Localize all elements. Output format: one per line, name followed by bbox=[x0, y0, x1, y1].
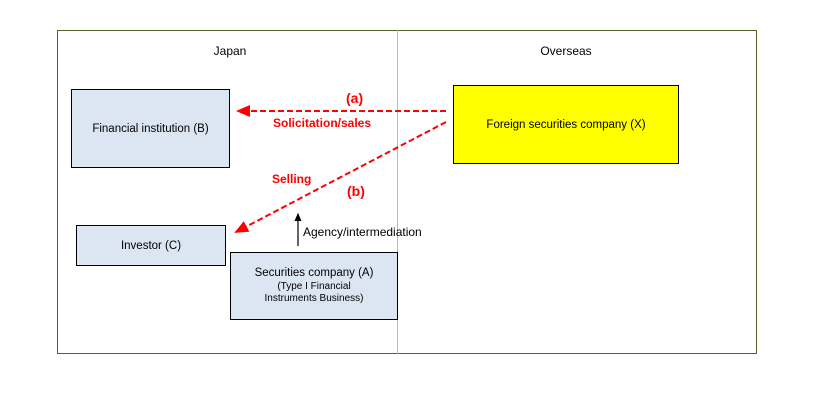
flow-b-label: Selling bbox=[272, 172, 312, 186]
arrow-b-selling bbox=[234, 121, 447, 233]
securities-company-title: Securities company (A) bbox=[254, 267, 374, 279]
securities-company-subtitle-2: Instruments Business) bbox=[264, 293, 364, 304]
region-label-japan: Japan bbox=[213, 44, 247, 58]
flow-a-marker: (a) bbox=[346, 90, 364, 106]
financial-institution-label: Financial institution (B) bbox=[92, 122, 209, 135]
agency-label: Agency/intermediation bbox=[303, 225, 422, 239]
securities-company-box: Securities company (A) (Type I Financial… bbox=[230, 252, 398, 320]
financial-institution-box: Financial institution (B) bbox=[71, 89, 230, 168]
securities-company-subtitle-1: (Type I Financial bbox=[277, 281, 351, 292]
diagram-frame bbox=[57, 30, 757, 354]
region-label-overseas: Overseas bbox=[540, 44, 592, 58]
flow-a-label: Solicitation/sales bbox=[273, 116, 372, 130]
foreign-securities-label: Foreign securities company (X) bbox=[486, 118, 646, 131]
region-divider bbox=[397, 30, 398, 354]
flow-b-marker: (b) bbox=[347, 183, 365, 199]
investor-box: Investor (C) bbox=[76, 225, 226, 266]
foreign-securities-box: Foreign securities company (X) bbox=[453, 85, 679, 164]
investor-label: Investor (C) bbox=[120, 239, 182, 252]
